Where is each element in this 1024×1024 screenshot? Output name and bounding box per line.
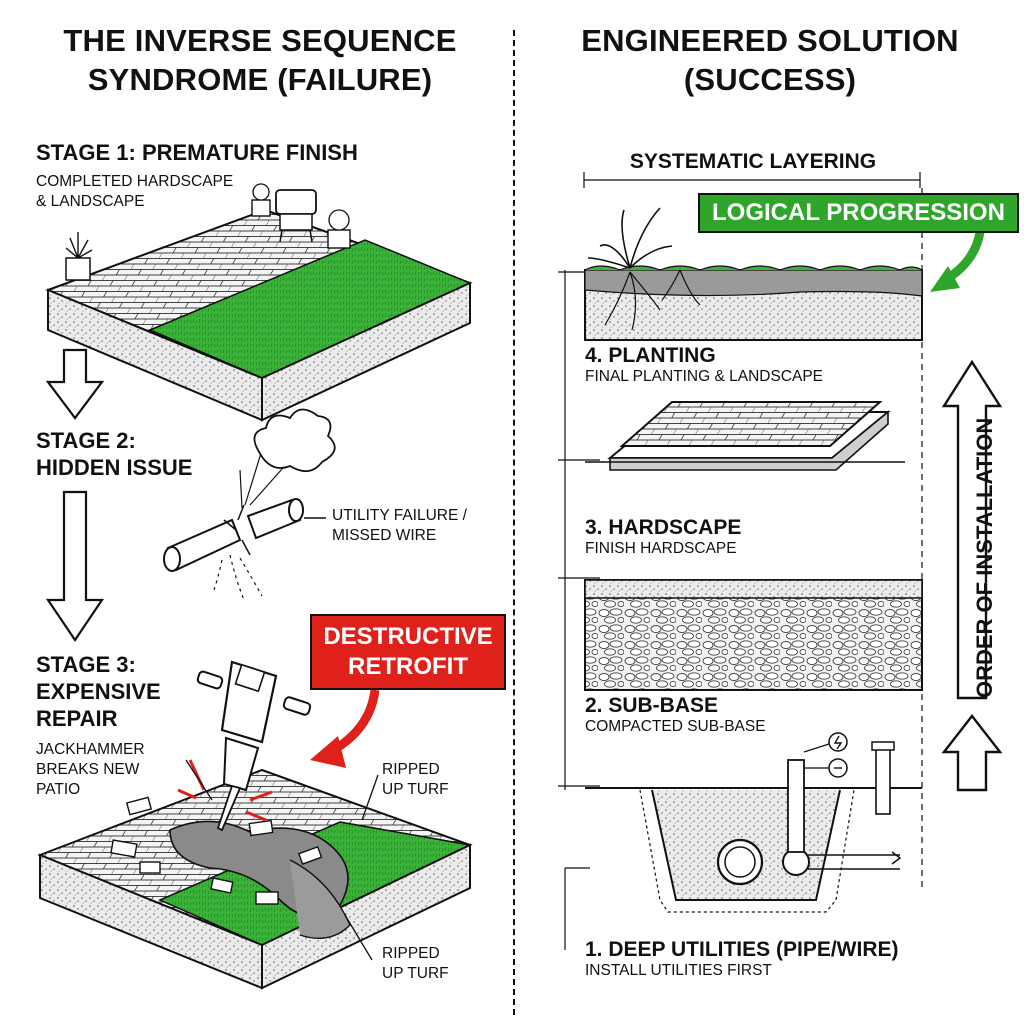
layer4-title: 4. PLANTING (585, 344, 716, 367)
leader-line (185, 759, 213, 801)
layer2-sub: COMPACTED SUB-BASE (585, 718, 766, 735)
callout-line1: DESTRUCTIVE (323, 623, 493, 650)
stage1-desc-line2: & LANDSCAPE (36, 193, 145, 211)
stage2-title-line2: HIDDEN ISSUE (36, 454, 193, 480)
plant-icon (587, 207, 673, 269)
logical-progression-arrow-icon (930, 231, 985, 292)
grill-icon (275, 189, 317, 243)
stage2-note-line1: UTILITY FAILURE / (332, 507, 467, 524)
stage3-note-line3: PATIO (36, 781, 81, 799)
layer-hardscape-section (585, 401, 905, 471)
order-arrow-up-icon (941, 714, 1003, 792)
layer4-sub: FINAL PLANTING & LANDSCAPE (585, 368, 824, 385)
right-title-line2: (SUCCESS) (683, 61, 857, 97)
flow-arrow-down-icon (45, 348, 105, 420)
flow-arrow-down-icon (45, 490, 105, 642)
layer-planting-section (584, 207, 923, 341)
valve-post-icon (875, 747, 891, 815)
potted-plant-icon (251, 183, 271, 217)
stage1-slab (45, 183, 473, 422)
ripped-turf-label-top: RIPPED UP TURF (382, 760, 449, 800)
layer2-title: 2. SUB-BASE (585, 694, 719, 717)
stage3-title: STAGE 3: EXPENSIVE REPAIR (36, 652, 161, 732)
systematic-layering-label: SYSTEMATIC LAYERING (629, 150, 877, 173)
right-title: ENGINEERED SOLUTION (SUCCESS) (530, 22, 1010, 100)
stage3-note: JACKHAMMER BREAKS NEW PATIO (36, 740, 145, 800)
stage3-slab (37, 768, 473, 990)
ripped-turf-label-bottom: RIPPED UP TURF (382, 944, 449, 984)
leader-line (361, 774, 379, 821)
stage3-title-line2: EXPENSIVE (36, 678, 161, 704)
stage2-note: UTILITY FAILURE / MISSED WIRE (332, 506, 467, 546)
stage1-title: STAGE 1: PREMATURE FINISH (36, 140, 358, 165)
stage2-title: STAGE 2: HIDDEN ISSUE (36, 428, 192, 482)
center-divider (513, 30, 515, 1015)
left-title: THE INVERSE SEQUENCE SYNDROME (FAILURE) (20, 22, 500, 100)
layer1-sub: INSTALL UTILITIES FIRST (585, 962, 772, 979)
stage3-title-line1: STAGE 3: (36, 652, 136, 677)
potted-plant-icon (327, 209, 351, 249)
conduit-icon (787, 759, 805, 853)
logical-progression-callout: LOGICAL PROGRESSION (698, 193, 1019, 233)
order-arrow-up-icon (941, 359, 1003, 700)
layer-subbase-section (584, 579, 923, 691)
layer2-text: 2. SUB-BASE COMPACTED SUB-BASE (585, 694, 766, 736)
layer1-title: 1. DEEP UTILITIES (PIPE/WIRE) (585, 938, 899, 961)
stage3-title-line3: REPAIR (36, 705, 118, 731)
layer-utilities-section (564, 732, 922, 950)
turf2-line1: RIPPED (382, 945, 440, 962)
order-of-installation-label: ORDER OF INSTALLATION (972, 417, 997, 698)
left-title-line2: SYNDROME (FAILURE) (87, 61, 433, 97)
layer3-sub: FINISH HARDSCAPE (585, 540, 737, 557)
stage1-description: COMPLETED HARDSCAPE & LANDSCAPE (36, 172, 233, 212)
jackhammer-icon (177, 660, 312, 832)
callout-line2: RETROFIT (348, 653, 468, 680)
stage2-title-line1: STAGE 2: (36, 428, 136, 453)
spray-cloud-icon (213, 408, 336, 601)
layer1-text: 1. DEEP UTILITIES (PIPE/WIRE) INSTALL UT… (585, 938, 899, 980)
layer3-text: 3. HARDSCAPE FINISH HARDSCAPE (585, 516, 741, 558)
left-title-line1: THE INVERSE SEQUENCE (63, 23, 457, 58)
layer3-title: 3. HARDSCAPE (585, 516, 742, 539)
stage2-note-line2: MISSED WIRE (332, 527, 437, 545)
destructive-retrofit-callout: DESTRUCTIVE RETROFIT (310, 614, 506, 690)
stage1-desc-line1: COMPLETED HARDSCAPE (36, 173, 234, 190)
leader-line (344, 914, 373, 961)
power-icon (828, 732, 848, 752)
turf1-line2: UP TURF (382, 781, 449, 799)
turf2-line2: UP TURF (382, 965, 449, 983)
layer4-text: 4. PLANTING FINAL PLANTING & LANDSCAPE (585, 344, 823, 386)
turf1-line1: RIPPED (382, 761, 440, 778)
broken-pipe-icon (163, 498, 304, 572)
stage3-note-line1: JACKHAMMER (36, 741, 145, 758)
destructive-retrofit-arrow-icon (310, 689, 380, 768)
right-title-line1: ENGINEERED SOLUTION (581, 23, 959, 58)
stage3-note-line2: BREAKS NEW (36, 761, 140, 779)
potted-plant-icon (65, 232, 93, 281)
